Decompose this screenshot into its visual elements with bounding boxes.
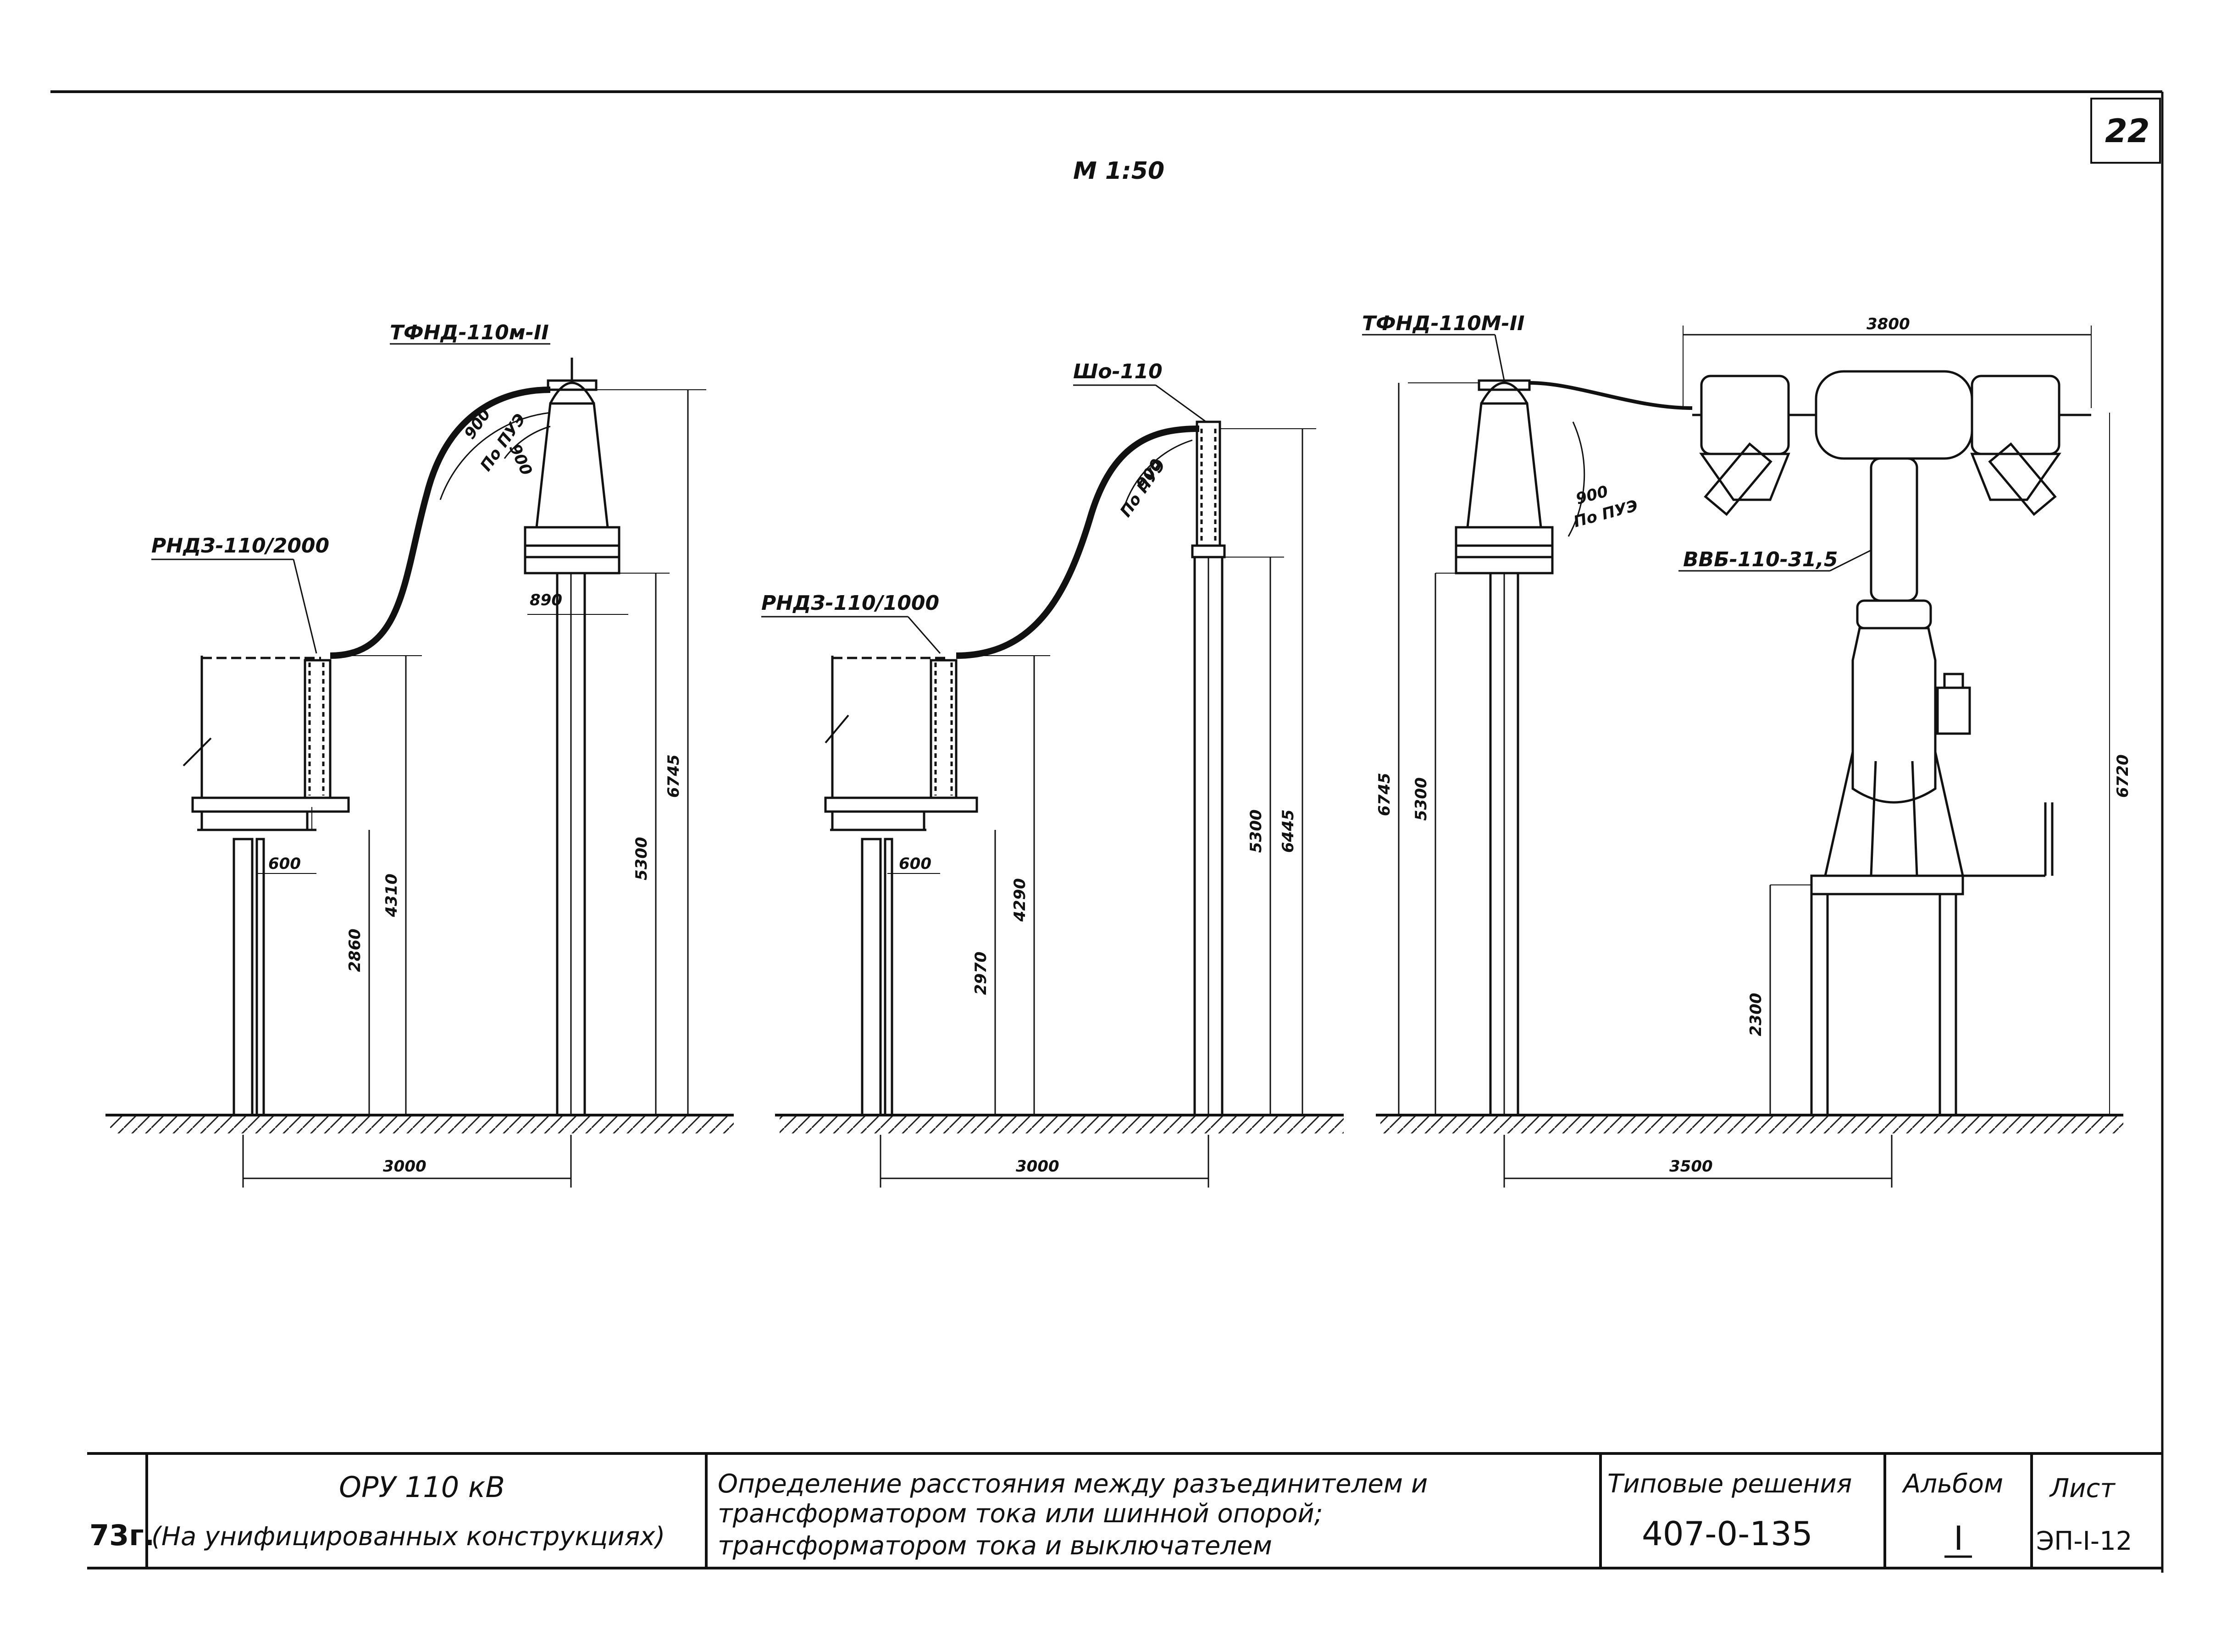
- title-series-label: Типовые решения: [1607, 1469, 1852, 1499]
- middle-dim-6445: 6445: [1279, 809, 1297, 853]
- title-album-label: Альбом: [1902, 1469, 2003, 1499]
- left-dim-3000: 3000: [383, 1157, 426, 1176]
- left-dim-890: 890: [530, 591, 562, 609]
- title-description-3: трансформатором тока и выключателем: [718, 1531, 1272, 1561]
- right-view: [1362, 326, 2123, 1188]
- middle-dim-2970: 2970: [972, 951, 990, 995]
- transformer-left: [524, 358, 620, 575]
- middle-disconnector-label: РНДЗ-110/1000: [761, 591, 939, 615]
- sheet-frame: [50, 90, 2164, 1573]
- scale-label: М 1:50: [1073, 157, 1164, 185]
- middle-clearance-rule: По ПУЭ: [1117, 456, 1169, 520]
- breaker-right: [1692, 370, 2091, 1115]
- middle-view: [761, 384, 1344, 1188]
- middle-dim-600: 600: [899, 855, 931, 873]
- left-dim-2860: 2860: [346, 928, 364, 972]
- disconnector-middle: [930, 659, 958, 799]
- title-year: 73г.: [89, 1519, 155, 1552]
- title-object-subtitle: (На унифицированных конструкциях): [151, 1522, 665, 1552]
- page-number: 22: [2105, 112, 2149, 150]
- conductor-left: [330, 387, 551, 659]
- title-description-2: трансформатором тока или шинной опорой;: [718, 1499, 1323, 1529]
- transformer-right: [1455, 379, 1554, 575]
- left-dim-5300: 5300: [632, 837, 651, 880]
- ground-hatch-right: [1380, 1115, 2123, 1133]
- bus-support-middle: [1191, 420, 1226, 1116]
- title-block: [87, 1452, 2162, 1569]
- title-series-value: 407-0-135: [1642, 1514, 1813, 1553]
- right-dim-2300: 2300: [1747, 993, 1765, 1036]
- middle-dim-5300: 5300: [1247, 809, 1265, 853]
- left-disconnector-label: РНДЗ-110/2000: [151, 534, 329, 558]
- ground-hatch-middle: [780, 1115, 1344, 1133]
- title-album-value: I: [1954, 1519, 1963, 1558]
- right-dim-6720: 6720: [2114, 754, 2132, 798]
- left-dim-6745: 6745: [665, 754, 683, 798]
- right-dim-3500: 3500: [1669, 1157, 1713, 1176]
- title-sheet-value: ЭП-I-12: [2036, 1526, 2132, 1556]
- conductor-middle: [956, 425, 1200, 659]
- ground-hatch-left: [110, 1115, 734, 1133]
- conductor-right: [1529, 381, 1693, 410]
- right-dim-3800: 3800: [1867, 315, 1910, 333]
- title-description-1: Определение расстояния между разъедините…: [718, 1469, 1428, 1499]
- left-dim-600: 600: [268, 855, 301, 873]
- title-sheet-label: Лист: [2049, 1474, 2116, 1503]
- right-transformer-label: ТФНД-110М-II: [1362, 312, 1525, 335]
- disconnector-left: [304, 659, 332, 799]
- left-view: [105, 343, 734, 1188]
- middle-dim-3000: 3000: [1016, 1157, 1059, 1176]
- middle-dim-4290: 4290: [1011, 878, 1029, 922]
- right-dim-6745: 6745: [1375, 773, 1394, 816]
- left-dim-4310: 4310: [382, 873, 401, 917]
- middle-bus-support-label: Шо-110: [1073, 360, 1163, 383]
- right-dim-5300: 5300: [1412, 777, 1430, 821]
- right-breaker-label: ВВБ-110-31,5: [1683, 548, 1838, 571]
- title-object: ОРУ 110 кВ: [339, 1470, 505, 1504]
- left-transformer-label: ТФНД-110м-II: [390, 321, 549, 344]
